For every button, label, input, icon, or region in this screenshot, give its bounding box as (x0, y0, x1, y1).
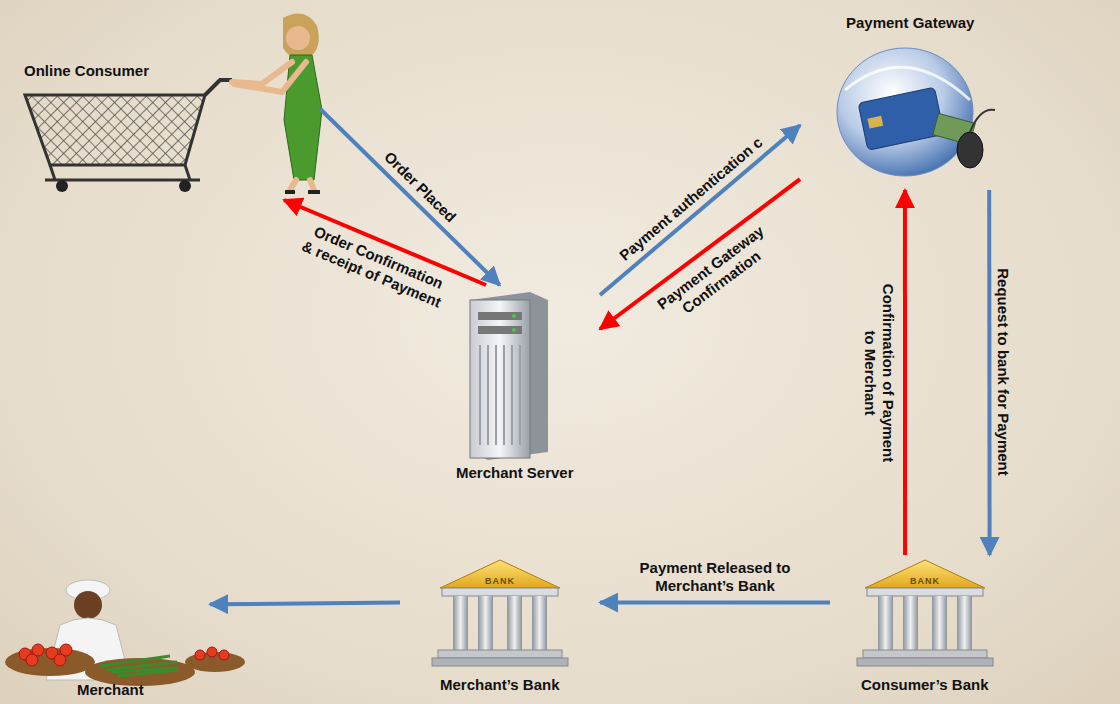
arrow-label: Confirmation of Payment to Merchant (861, 283, 897, 463)
flow-arrow (987, 190, 991, 555)
node-caption: Merchant (77, 681, 144, 698)
bank-sign: BANK (485, 576, 515, 586)
node-caption: Payment Gateway (846, 14, 974, 31)
illustrated-node: Merchant Server (430, 285, 600, 485)
payment-gateway-icon (837, 48, 995, 176)
arrow-label: Payment Released to Merchant’s Bank (615, 559, 815, 595)
server-icon (470, 292, 548, 460)
arrow-label: Payment Gateway Confirmation (645, 216, 787, 335)
node-caption: Online Consumer (24, 62, 149, 79)
arrow-label: Order Confirmation & receipt of Payment (299, 221, 451, 312)
node-caption: Consumer’s Bank (861, 676, 989, 693)
consumer-figure (232, 14, 322, 193)
bank-building (857, 560, 993, 666)
illustrated-node: Online Consumer (20, 10, 320, 200)
bank-building (432, 560, 568, 666)
arrow-label: Order Placed (367, 135, 472, 239)
node-caption: Merchant Server (456, 464, 574, 481)
illustrated-node: Payment Gateway (800, 10, 1020, 190)
bank-sign: BANK (910, 576, 940, 586)
flow-arrow (903, 190, 907, 555)
merchant-figure (5, 580, 245, 686)
node-caption: Merchant’s Bank (440, 676, 559, 693)
shopping-cart (25, 80, 232, 192)
arrow-label: Request to bank for Payment (994, 242, 1012, 502)
flow-arrow (600, 601, 830, 605)
flow-arrow (210, 603, 400, 605)
illustrated-node: Merchant (10, 555, 210, 700)
